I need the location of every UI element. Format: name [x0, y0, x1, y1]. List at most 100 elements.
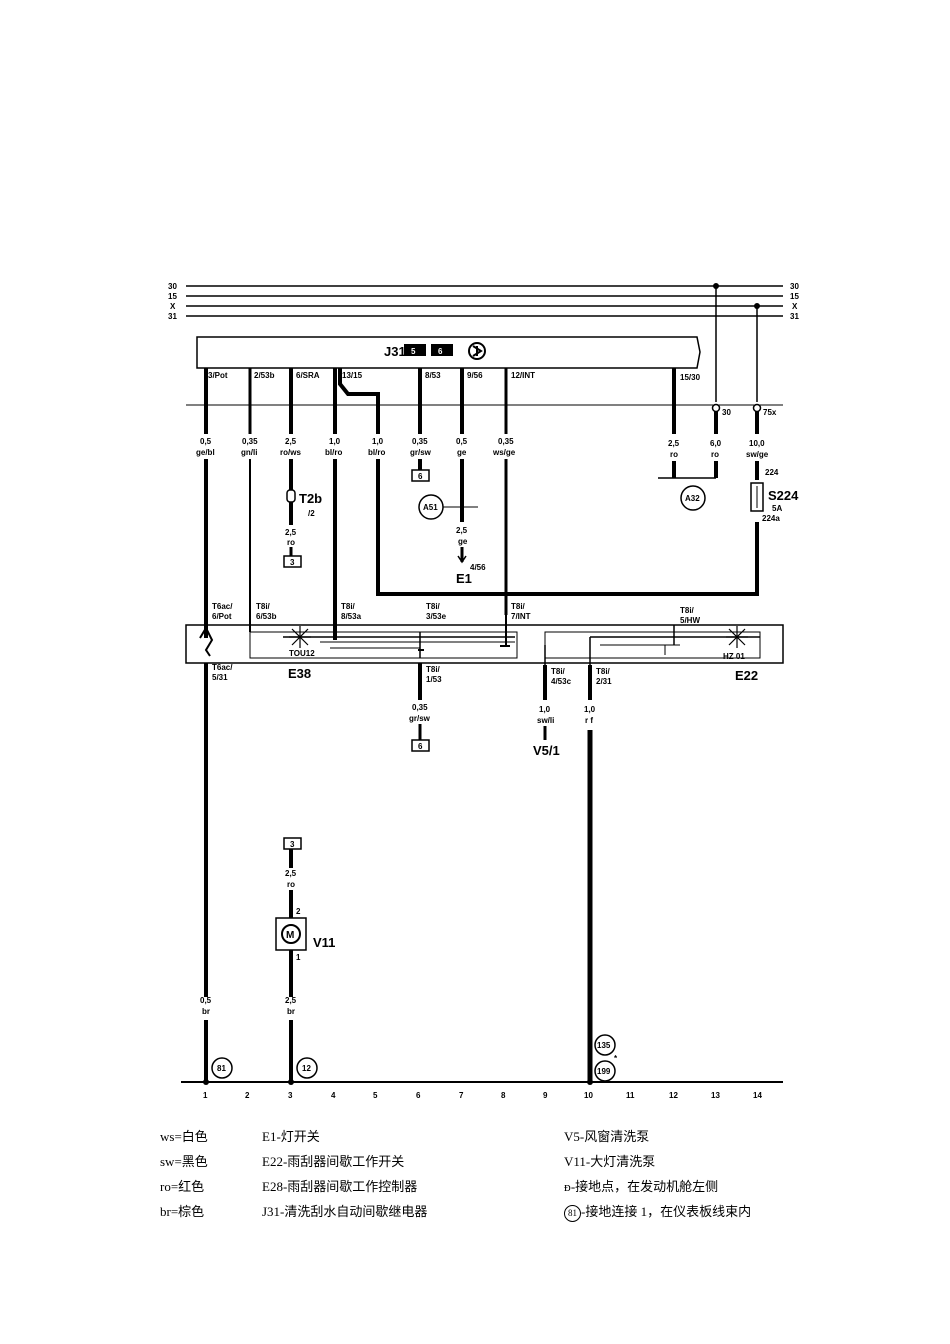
legend-component: J31-清洗刮水自动间歇继电器 — [262, 1204, 428, 1219]
bus-tap-75x — [752, 403, 762, 413]
relay-box-label: 6 — [438, 347, 443, 356]
lower-wires — [204, 663, 593, 1082]
switch-pin-top: T8i/5/HW — [680, 606, 700, 625]
bus-label-left: 31 — [168, 312, 177, 321]
track-number: 6 — [416, 1091, 421, 1100]
t2b-wire-color: ro — [287, 538, 295, 547]
e38-starburst-icon — [289, 626, 311, 648]
wire-size: 0,35 — [242, 437, 258, 446]
location-label: A32 — [685, 494, 700, 503]
motor-wire-size: 2,5 — [285, 869, 297, 878]
fuse-out: 224a — [762, 514, 780, 523]
switch-pin-top: T6ac/6/Pot — [212, 602, 233, 621]
wire-size: 2,5 — [285, 996, 297, 1005]
e1-name: E1 — [456, 571, 472, 586]
t2b-name: T2b — [299, 491, 322, 506]
ground-point-circle — [296, 1057, 318, 1079]
motor-wire-color: ro — [287, 880, 295, 889]
motor-pin: 1 — [296, 953, 301, 962]
motor-name: V11 — [313, 935, 335, 950]
t2b-sub: /2 — [308, 509, 315, 518]
wire-color: br — [287, 1007, 295, 1016]
wire-color: gr/sw — [410, 448, 432, 457]
wire-color: gr/sw — [409, 714, 431, 723]
track-number: 5 — [373, 1091, 378, 1100]
fuse-name: S224 — [768, 488, 799, 503]
relay-name: J31 — [384, 344, 406, 359]
junction-dot — [587, 1079, 593, 1085]
wire-color: ge/bl — [196, 448, 215, 457]
legend-color-code: br=棕色 — [160, 1204, 205, 1219]
switch-pin-top: T8i/6/53b — [256, 602, 277, 621]
wire-color: ro/ws — [280, 448, 301, 457]
bus-label-left: 15 — [168, 292, 177, 301]
bus-tap-label: 75x — [763, 408, 777, 417]
switch-text: TOU12 — [289, 649, 315, 658]
bus-label-left: 30 — [168, 282, 177, 291]
ground-point-label: 135 — [597, 1041, 611, 1050]
wire-size: 1,0 — [329, 437, 341, 446]
wire-size: 0,5 — [200, 996, 212, 1005]
mid-wires — [204, 459, 759, 615]
legend-component: ᴆ-接地点，在发动机舱左侧 — [564, 1179, 719, 1194]
junction-dot — [203, 1079, 209, 1085]
ground-point-circle — [211, 1057, 233, 1079]
wire-size: 0,35 — [412, 437, 428, 446]
legend-color-code: sw=黑色 — [160, 1154, 208, 1169]
t2b-wire-size: 2,5 — [285, 528, 297, 537]
v5-label: V5/1 — [533, 743, 560, 758]
track-number: 11 — [626, 1091, 635, 1100]
upper-wires — [204, 368, 759, 434]
relay-box-6 — [431, 344, 453, 356]
ref-box — [411, 739, 430, 752]
relay-pin: 15/30 — [680, 373, 701, 382]
ground-81-icon: 81 — [564, 1204, 581, 1222]
location-label: A51 — [423, 503, 438, 512]
ground-point-label: 12 — [302, 1064, 311, 1073]
track-number: 4 — [331, 1091, 336, 1100]
wire-size: 1,0 — [539, 705, 551, 714]
wire-color: ge — [457, 448, 467, 457]
ref-box — [411, 469, 430, 482]
wire-color: r f — [585, 716, 593, 725]
wire-size: 0,35 — [498, 437, 514, 446]
e38-label: E38 — [288, 666, 311, 681]
relay-symbol-icon — [472, 345, 483, 357]
e38-inner-frame — [249, 631, 518, 659]
legend-component: E28-雨刮器间歇工作控制器 — [262, 1179, 418, 1194]
wire-color: sw/ge — [746, 450, 769, 459]
switch-module-frame — [185, 624, 784, 664]
location-circle — [680, 485, 706, 511]
bus-label-right: 30 — [790, 282, 799, 291]
wire-color: bl/ro — [325, 448, 342, 457]
e1-wire-color: ge — [458, 537, 468, 546]
wire-size: 0,5 — [200, 437, 212, 446]
legend-ground-connection: 81-接地连接 1，在仪表板线束内 — [564, 1201, 751, 1222]
wire-color: bl/ro — [368, 448, 385, 457]
legend-text: -接地连接 1，在仪表板线束内 — [581, 1204, 752, 1219]
legend-component: E1-灯开关 — [262, 1129, 320, 1144]
track-number: 10 — [584, 1091, 593, 1100]
legend-color-code: ws=白色 — [160, 1129, 208, 1144]
fuse-rating: 5A — [772, 504, 782, 513]
track-number: 3 — [288, 1091, 293, 1100]
track-number: 9 — [543, 1091, 548, 1100]
wire-size: 1,0 — [372, 437, 384, 446]
relay-box-5 — [404, 344, 426, 356]
relay-pin: 9/56 — [467, 371, 483, 380]
fuse-in: 224 — [765, 468, 779, 477]
motor-pin: 2 — [296, 907, 301, 916]
e22-starburst-icon — [726, 626, 748, 648]
relay-pin: 3/Pot — [208, 371, 228, 380]
motor-icon — [281, 924, 301, 944]
relay-pin: 12/INT — [511, 371, 535, 380]
relay-symbol-icon — [468, 342, 486, 360]
wire-color: br — [202, 1007, 210, 1016]
wire-size: 6,0 — [710, 439, 722, 448]
legend-component: V5-风窗清洗泵 — [564, 1129, 650, 1144]
motor-symbol: M — [286, 930, 294, 941]
switch-pin-bottom: T8i/1/53 — [426, 665, 442, 684]
relay-pin: 13/15 — [342, 371, 363, 380]
e1-arrow-icon — [457, 555, 467, 564]
